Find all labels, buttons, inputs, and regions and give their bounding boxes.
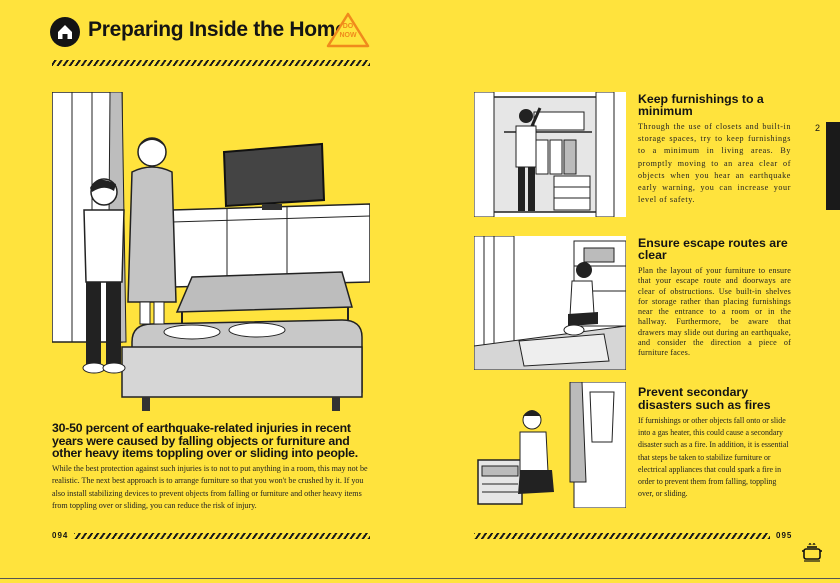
left-headline: 30-50 percent of earthquake-related inju…: [52, 421, 359, 460]
page-number-left: 094: [52, 531, 69, 540]
closet-illustration: [474, 92, 626, 217]
header-rule: [52, 60, 370, 66]
section-title-escape: Ensure escape routes are clear: [638, 236, 788, 262]
section-body-fires: If furnishings or other objects fall ont…: [638, 416, 789, 499]
section-body-minimum: Through the use of closets and built-in …: [638, 122, 791, 205]
left-body-text: While the best protection against such i…: [52, 464, 368, 510]
heater-illustration: [474, 382, 626, 508]
section-title-minimum: Keep furnishings to a minimum: [638, 92, 764, 118]
section-title-fires: Prevent secondary disasters such as fire…: [638, 385, 771, 412]
page-number-right: 095: [776, 531, 793, 540]
chapter-number: 2: [815, 123, 821, 133]
footer-rule-right: [474, 533, 770, 539]
footer-rule-left: [74, 533, 370, 539]
cooking-pot-icon: [800, 540, 824, 564]
bottom-edge: [0, 578, 840, 579]
escape-route-illustration: [474, 236, 626, 370]
section-body-escape: Plan the layout of your furniture to ens…: [638, 266, 791, 358]
home-icon: [50, 17, 80, 47]
do-now-badge: DO NOW: [326, 12, 370, 48]
page-title: Preparing Inside the Home: [88, 18, 347, 41]
side-tab: [826, 122, 840, 210]
living-room-illustration: [52, 92, 370, 418]
